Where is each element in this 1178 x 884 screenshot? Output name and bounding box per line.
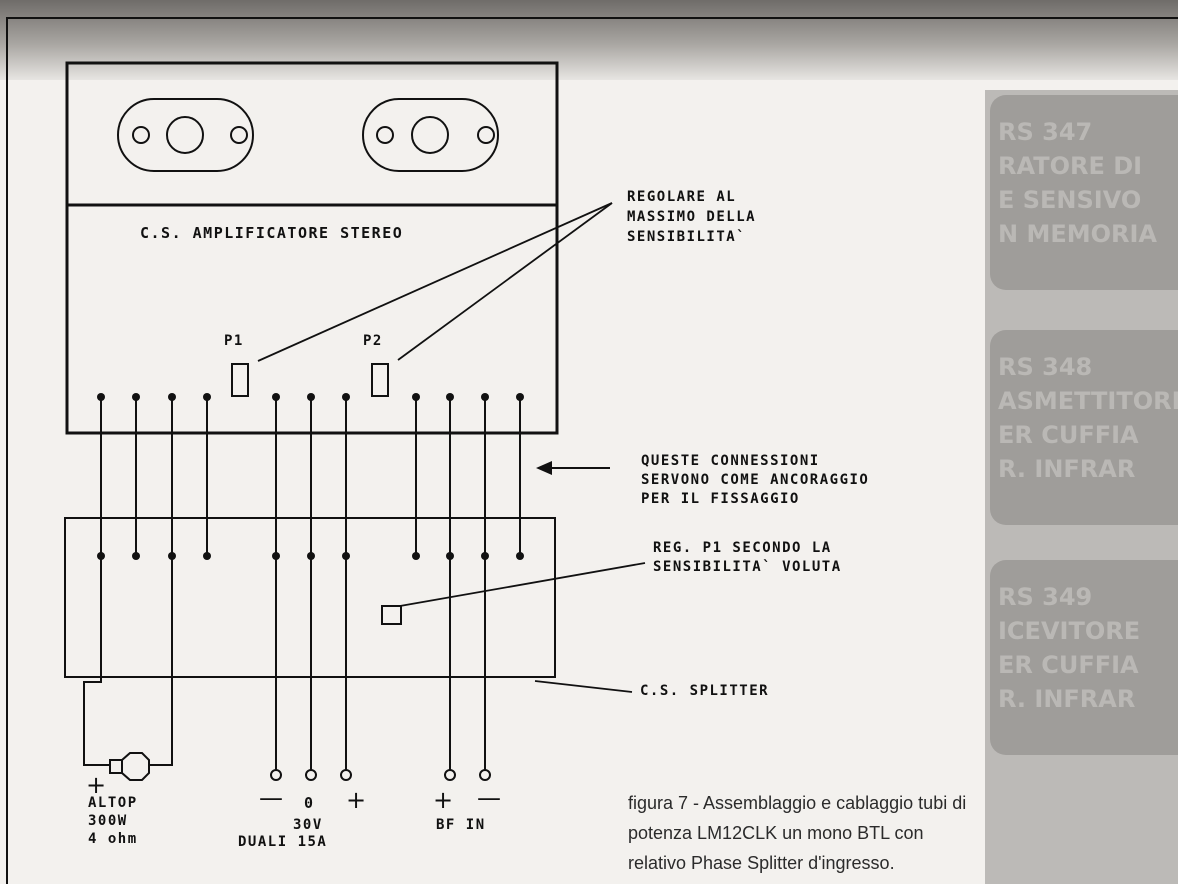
heatsink-mount-right: [362, 98, 499, 172]
connections-arrow: [536, 461, 610, 475]
adjust-note-line-2: MASSIMO DELLA: [627, 209, 756, 225]
splitter-pot-leader: [399, 562, 646, 607]
solder-point: [168, 393, 176, 401]
solder-point: [272, 393, 280, 401]
supply-zero-sign: 0: [304, 794, 315, 812]
input-label: BF IN: [436, 817, 486, 833]
input-wiring: [444, 556, 491, 781]
speaker-icon: [109, 752, 150, 781]
solder-point: [412, 393, 420, 401]
connections-note-line-3: PER IL FISSAGGIO: [641, 491, 800, 507]
splitter-pot-note-line-2: SENSIBILITA` VOLUTA: [653, 559, 842, 575]
solder-point: [446, 393, 454, 401]
speaker-label: ALTOP: [88, 795, 138, 811]
p2-label: P2: [363, 333, 383, 349]
adjust-leader-lines: [257, 202, 613, 362]
interconnect-wires: [97, 393, 524, 560]
adjust-note-line-1: REGOLARE AL: [627, 189, 736, 205]
heatsink-mount-left: [117, 98, 254, 172]
solder-point: [481, 393, 489, 401]
solder-point: [132, 393, 140, 401]
speaker-impedance: 4 ohm: [88, 831, 138, 847]
connections-note-line-2: SERVONO COME ANCORAGGIO: [641, 472, 869, 488]
splitter-board-label: C.S. SPLITTER: [640, 683, 769, 699]
speaker-power: 300W: [88, 813, 128, 829]
solder-point: [516, 393, 524, 401]
figure-frame: [6, 17, 1178, 884]
figure-caption: figura 7 - Assemblaggio e cablaggio tubi…: [628, 793, 967, 873]
ghost-tile-text: RS 348 ASMETTITORE ER CUFFIA R. INFRAR: [998, 353, 1178, 483]
speaker-plus-sign: +: [86, 771, 106, 799]
amplifier-board-label: C.S. AMPLIFICATORE STEREO: [140, 224, 403, 242]
solder-point: [97, 393, 105, 401]
solder-point: [203, 552, 211, 560]
splitter-pot-note-line-1: REG. P1 SECONDO LA: [653, 540, 832, 556]
amplifier-board: [65, 61, 559, 435]
solder-point: [132, 552, 140, 560]
ghost-tile-text: RS 347 RATORE DI E SENSIVO N MEMORIA: [998, 118, 1157, 248]
supply-voltage: 30V: [293, 817, 323, 833]
connections-note-line-1: QUESTE CONNESSIONI: [641, 453, 820, 469]
splitter-leader: [534, 680, 633, 693]
input-plus-sign: +: [433, 786, 453, 814]
ghost-catalog-tile: RS 349 ICEVITORE ER CUFFIA R. INFRAR: [990, 560, 1178, 755]
supply-wiring: [270, 556, 352, 781]
adjust-note-line-3: SENSIBILITA`: [627, 229, 746, 245]
splitter-trimmer: [381, 605, 402, 625]
header-band-background: [0, 0, 1178, 80]
ghost-catalog-tile: RS 348 ASMETTITORE ER CUFFIA R. INFRAR: [990, 330, 1178, 525]
solder-point: [516, 552, 524, 560]
solder-point: [412, 552, 420, 560]
speaker-wiring: [83, 556, 173, 766]
supply-label: DUALI 15A: [238, 834, 327, 850]
supply-minus-sign: —: [259, 784, 283, 812]
solder-point: [342, 393, 350, 401]
p1-trimmer: [231, 363, 249, 397]
ghost-tile-text: RS 349 ICEVITORE ER CUFFIA R. INFRAR: [998, 583, 1141, 713]
supply-plus-sign: +: [346, 786, 366, 814]
solder-point: [203, 393, 211, 401]
solder-point: [307, 393, 315, 401]
ghost-catalog-tile: RS 347 RATORE DI E SENSIVO N MEMORIA: [990, 95, 1178, 290]
p2-trimmer: [371, 363, 389, 397]
p1-label: P1: [224, 333, 244, 349]
input-minus-sign: —: [477, 784, 501, 812]
